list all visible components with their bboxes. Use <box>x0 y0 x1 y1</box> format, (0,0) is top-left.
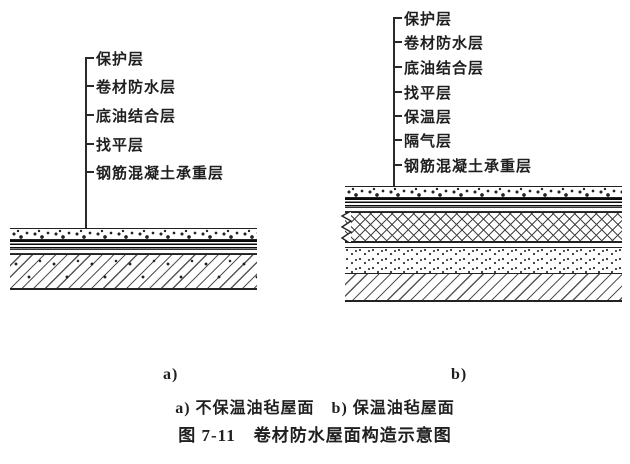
leader-tick <box>85 143 94 145</box>
figure-title: 图 7-11 卷材防水屋面构造示意图 <box>178 426 452 445</box>
label-a-primer-layer: 底油结合层 <box>85 107 177 125</box>
label-text: 隔气层 <box>404 133 453 150</box>
insulation-band <box>340 211 622 245</box>
label-a-leveling-layer: 找平层 <box>85 136 145 154</box>
reinforced-concrete-band <box>10 254 257 290</box>
label-text: 卷材防水层 <box>96 79 177 96</box>
label-b-leveling-layer: 找平层 <box>393 84 453 102</box>
gravel-protective-band <box>345 186 622 198</box>
label-b-insulation-layer: 保温层 <box>393 108 453 126</box>
gravel-protective-band <box>10 228 257 240</box>
vapor-barrier-band <box>345 242 622 248</box>
reinforced-concrete-band <box>345 274 622 302</box>
caption-b: b) <box>451 366 468 383</box>
break-line-icon <box>340 211 353 245</box>
leader-tick <box>393 139 402 141</box>
leveling-band <box>10 249 257 254</box>
label-text: 钢筋混凝土承重层 <box>96 165 225 182</box>
label-text: 底油结合层 <box>96 108 177 125</box>
label-text: 保温层 <box>404 109 453 126</box>
label-b-protective-layer: 保护层 <box>393 10 453 28</box>
label-b-concrete-layer: 钢筋混凝土承重层 <box>393 157 533 175</box>
label-text: 保护层 <box>96 51 145 68</box>
leader-tick <box>85 114 94 116</box>
caption-a: a) <box>163 366 179 383</box>
label-text: 保护层 <box>404 11 453 28</box>
leader-line-b <box>393 18 395 186</box>
label-a-concrete-layer: 钢筋混凝土承重层 <box>85 164 225 182</box>
leader-tick <box>393 66 402 68</box>
leader-tick <box>85 171 94 173</box>
layer-stack-b <box>340 186 622 306</box>
leader-tick <box>85 85 94 87</box>
waterproof-membrane-band <box>10 240 257 249</box>
label-b-vapor-barrier-layer: 隔气层 <box>393 132 453 150</box>
leveling-band <box>345 207 622 212</box>
label-text: 找平层 <box>404 85 453 102</box>
leader-tick <box>393 17 402 19</box>
label-text: 底油结合层 <box>404 60 485 77</box>
leader-tick <box>85 57 94 59</box>
label-a-protective-layer: 保护层 <box>85 50 145 68</box>
leader-tick <box>393 91 402 93</box>
leader-tick <box>393 41 402 43</box>
label-b-primer-layer: 底油结合层 <box>393 59 485 77</box>
leader-tick <box>393 115 402 117</box>
figure-legend: a) 不保温油毡屋面 b) 保温油毡屋面 <box>175 400 455 417</box>
label-a-waterproof-layer: 卷材防水层 <box>85 78 177 96</box>
label-b-waterproof-layer: 卷材防水层 <box>393 34 485 52</box>
layer-stack-a <box>10 228 257 294</box>
screed-fill-band <box>345 248 622 274</box>
label-text: 钢筋混凝土承重层 <box>404 158 533 175</box>
label-text: 找平层 <box>96 137 145 154</box>
leader-tick <box>393 164 402 166</box>
waterproof-membrane-band <box>345 198 622 207</box>
label-text: 卷材防水层 <box>404 35 485 52</box>
